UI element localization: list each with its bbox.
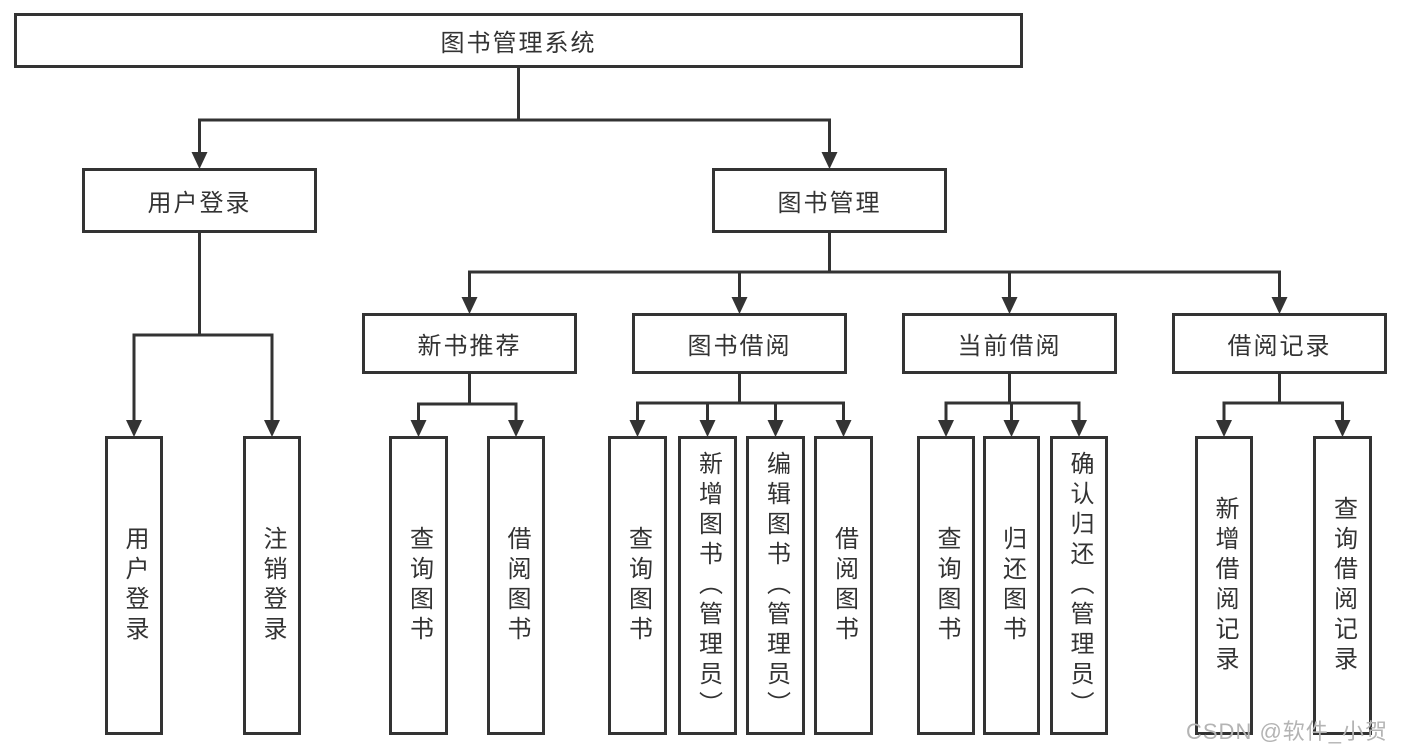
arrowhead-icon — [264, 420, 280, 437]
node-recommend-borrow-books: 借阅图书 — [487, 436, 545, 735]
node-user-login: 用户登录 — [82, 168, 317, 233]
node-borrow-add-books-admin: 新增图书（管理员） — [678, 436, 737, 735]
arrowhead-icon — [461, 297, 478, 314]
node-root: 图书管理系统 — [14, 13, 1023, 68]
node-new-book-recommend: 新书推荐 — [362, 313, 577, 374]
arrowhead-icon — [821, 152, 838, 169]
arrowhead-icon — [1001, 297, 1018, 314]
node-record-add: 新增借阅记录 — [1195, 436, 1253, 735]
node-current-confirm-return-admin: 确认归还（管理员） — [1050, 436, 1108, 735]
node-book-borrow: 图书借阅 — [632, 313, 847, 374]
node-current-return-books: 归还图书 — [983, 436, 1040, 735]
node-book-management: 图书管理 — [712, 168, 947, 233]
arrowhead-icon — [410, 420, 427, 437]
arrowhead-icon — [1334, 420, 1351, 437]
arrowhead-icon — [1071, 420, 1087, 437]
arrowhead-icon — [1271, 297, 1288, 314]
node-logout-action: 注销登录 — [243, 436, 301, 735]
arrowhead-icon — [126, 420, 142, 437]
arrowhead-icon — [767, 420, 784, 437]
watermark: CSDN @软件_小贺同学 — [1186, 719, 1389, 744]
node-current-borrow: 当前借阅 — [902, 313, 1117, 374]
arrowhead-icon — [835, 420, 852, 437]
node-login-action: 用户登录 — [105, 436, 163, 735]
arrowhead-icon — [629, 420, 646, 437]
arrowhead-icon — [508, 420, 524, 437]
arrowhead-icon — [699, 420, 716, 437]
node-borrow-query-books: 查询图书 — [608, 436, 667, 735]
node-borrow-edit-books-admin: 编辑图书（管理员） — [746, 436, 805, 735]
node-current-query-books: 查询图书 — [917, 436, 975, 735]
arrowhead-icon — [1003, 420, 1020, 437]
arrowhead-icon — [191, 152, 208, 169]
node-borrow-borrow-books: 借阅图书 — [814, 436, 873, 735]
node-recommend-query-books: 查询图书 — [389, 436, 448, 735]
node-borrow-record: 借阅记录 — [1172, 313, 1387, 374]
arrowhead-icon — [938, 420, 954, 437]
arrowhead-icon — [731, 297, 748, 314]
arrowhead-icon — [1216, 420, 1232, 437]
node-record-query: 查询借阅记录 — [1313, 436, 1372, 735]
